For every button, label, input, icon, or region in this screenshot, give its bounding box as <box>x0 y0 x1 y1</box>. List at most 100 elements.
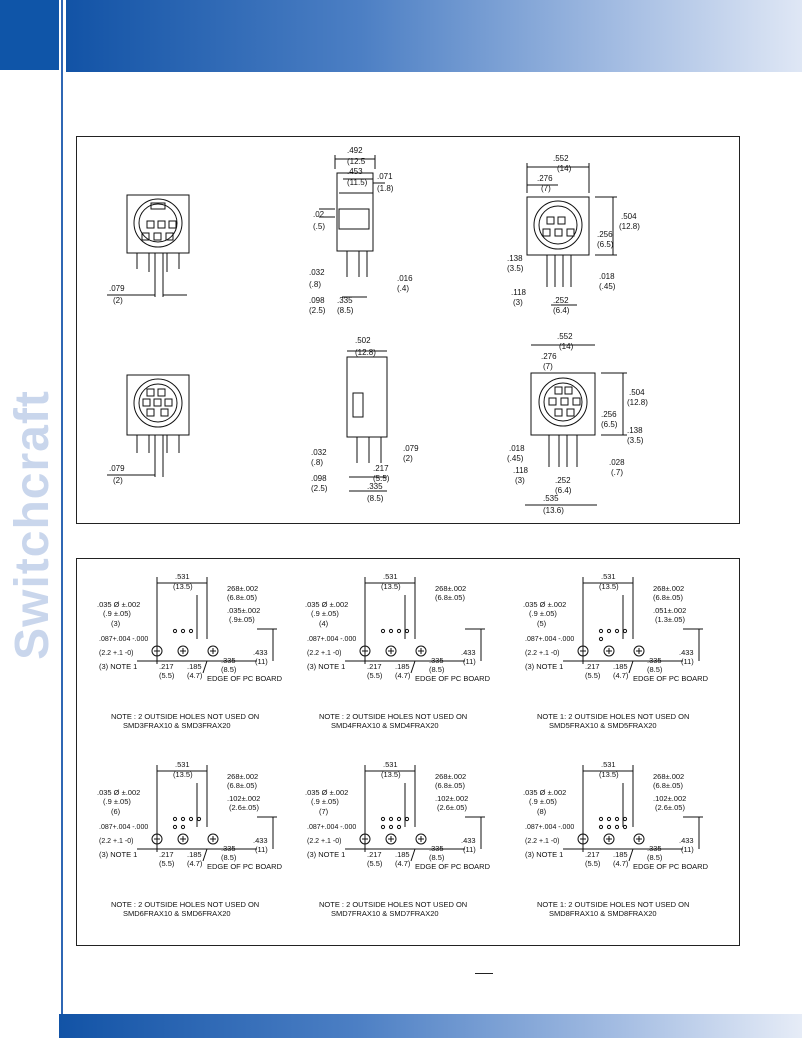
header-band <box>66 0 802 72</box>
layout-label: .335 <box>221 844 236 853</box>
pcb-layout-panel: .531(13.5)268±.002(6.8±.05).035 Ø ±.002(… <box>76 558 740 946</box>
layout-label: .035 Ø ±.002 <box>523 788 566 797</box>
dim-label: .138 <box>627 426 643 435</box>
dim-label: (1.8) <box>377 184 394 193</box>
dim-label: (3.5) <box>507 264 524 273</box>
layout-label: .433 <box>253 648 268 657</box>
layout-label: (13.5) <box>599 770 619 779</box>
layout-label: .531 <box>175 572 190 581</box>
layout-label: 268±.002 <box>227 772 258 781</box>
layout-label: (8.5) <box>647 853 663 862</box>
layout-label: (2.2 +.1 -0) <box>307 650 341 657</box>
layout-label: (.9 ±.05) <box>311 609 339 618</box>
layout-label: 268±.002 <box>435 772 466 781</box>
front-view-2 <box>526 163 617 306</box>
dim-label: (6.5) <box>601 420 618 429</box>
dim-label: .252 <box>555 476 571 485</box>
layout-label: (.9 ±.05) <box>103 609 131 618</box>
layout-label: NOTE 1: 2 OUTSIDE HOLES NOT USED ON <box>537 900 689 909</box>
layout-label: 268±.002 <box>435 584 466 593</box>
dim-label: .098 <box>311 474 327 483</box>
layout-label: .217 <box>159 662 174 671</box>
layout-label: SMD4FRAX10 & SMD4FRAX20 <box>331 721 439 730</box>
layout-label: (11) <box>255 845 268 854</box>
side-view-1 <box>319 155 385 298</box>
layout-label: (5.5) <box>585 671 601 680</box>
dim-label: .118 <box>511 288 527 297</box>
layout-label: (8.5) <box>221 665 237 674</box>
layout-label: NOTE : 2 OUTSIDE HOLES NOT USED ON <box>319 900 467 909</box>
layout-label: .185 <box>187 850 202 859</box>
dim-label: (14) <box>557 164 572 173</box>
layout-label: (3) NOTE 1 <box>525 662 563 671</box>
layout-label: .087+.004 -.000 <box>307 636 356 643</box>
layout-label: .433 <box>461 648 476 657</box>
dim-label: .535 <box>543 494 559 503</box>
dim-label: (8.5) <box>367 494 384 503</box>
layout-label: .035 Ø ±.002 <box>523 600 566 609</box>
dim-label: .018 <box>509 444 525 453</box>
front-view-1 <box>107 194 190 297</box>
layout-label: (.9 ±.05) <box>529 797 557 806</box>
layout-label: .335 <box>647 656 662 665</box>
dim-label: .079 <box>403 444 419 453</box>
dim-label: .016 <box>397 274 413 283</box>
layout-label: (6.8±.05) <box>227 593 257 602</box>
pcb-layout-4: .531(13.5)268±.002(6.8±.05).035 Ø ±.002(… <box>97 760 283 918</box>
layout-label: 268±.002 <box>227 584 258 593</box>
layout-label: (13.5) <box>173 582 193 591</box>
dim-label: .032 <box>309 268 325 277</box>
layout-label: (.9±.05) <box>229 615 255 624</box>
layout-label: .217 <box>585 850 600 859</box>
dim-label: (13.6) <box>543 506 564 515</box>
dim-label: (14) <box>559 342 574 351</box>
layout-label: .087+.004 -.000 <box>525 824 574 831</box>
layout-label: SMD8FRAX10 & SMD8FRAX20 <box>549 909 657 918</box>
layout-label: (6.8±.05) <box>653 593 683 602</box>
layout-label: .335 <box>429 844 444 853</box>
layout-label: (3) NOTE 1 <box>307 662 345 671</box>
top-drawing-panel: .079 (2) .492 (12.5 .453 (11.5) .071 (1.… <box>76 136 740 524</box>
layout-label: (4.7) <box>613 859 629 868</box>
dim-label: (.8) <box>311 458 323 467</box>
dim-label: (.8) <box>309 280 321 289</box>
layout-label: (6.8±.05) <box>653 781 683 790</box>
dim-label: .335 <box>337 296 353 305</box>
dim-label: (.45) <box>599 282 616 291</box>
layout-label: .531 <box>175 760 190 769</box>
layout-label: .433 <box>461 836 476 845</box>
pcb-layouts: .531(13.5)268±.002(6.8±.05).035 Ø ±.002(… <box>97 572 709 918</box>
layout-label: (2.2 +.1 -0) <box>307 838 341 845</box>
layout-label: 268±.002 <box>653 772 684 781</box>
dim-label: (2.5) <box>309 306 326 315</box>
dim-label: .138 <box>507 254 523 263</box>
layout-label: (4.7) <box>395 859 411 868</box>
dim-label: .028 <box>609 458 625 467</box>
layout-label: .185 <box>395 662 410 671</box>
layout-label: (5.5) <box>159 859 175 868</box>
dim-label: (12.8) <box>619 222 640 231</box>
layout-label: NOTE 1: 2 OUTSIDE HOLES NOT USED ON <box>537 712 689 721</box>
dim-label: .552 <box>553 154 569 163</box>
dim-label: (3.5) <box>627 436 644 445</box>
dim-label: .492 <box>347 146 363 155</box>
footer-band <box>59 1014 802 1038</box>
dim-label: (7) <box>541 184 551 193</box>
layout-label: (13.5) <box>381 770 401 779</box>
sidebar-top-block <box>0 0 59 70</box>
layout-label: .217 <box>367 662 382 671</box>
layout-label: .185 <box>395 850 410 859</box>
sidebar-rule <box>61 0 63 1038</box>
layout-label: .531 <box>601 572 616 581</box>
dim-label: .071 <box>377 172 393 181</box>
layout-label: EDGE OF PC BOARD <box>415 862 491 871</box>
dim-label: (6.4) <box>555 486 572 495</box>
layout-label: (2.2 +.1 -0) <box>99 838 133 845</box>
dim-label: .335 <box>367 482 383 491</box>
dim-label: .018 <box>599 272 615 281</box>
layout-label: .087+.004 -.000 <box>99 824 148 831</box>
layout-label: (6.8±.05) <box>435 593 465 602</box>
dim-label: (.4) <box>397 284 409 293</box>
layout-label: (2.2 +.1 -0) <box>525 838 559 845</box>
layout-label: (4.7) <box>187 859 203 868</box>
